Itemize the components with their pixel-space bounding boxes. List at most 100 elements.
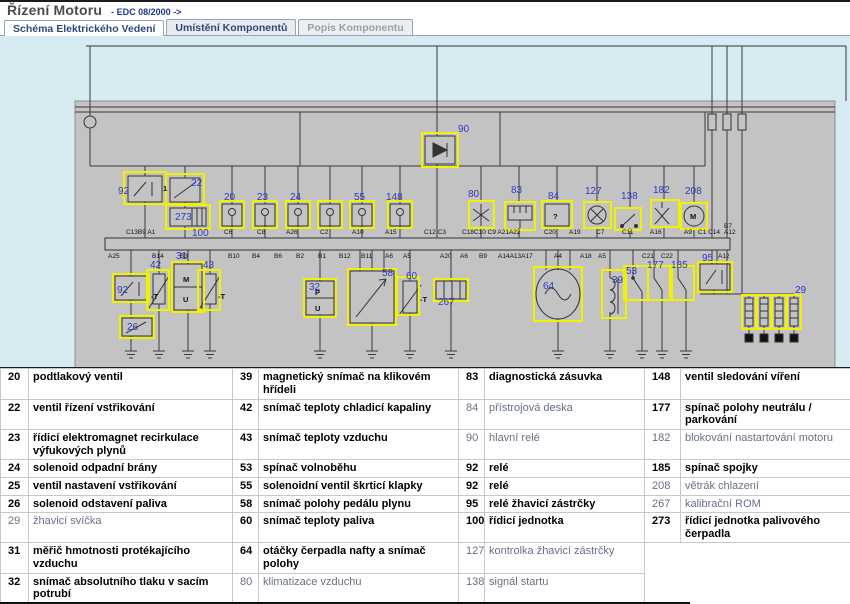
component-description[interactable]: snímač polohy pedálu plynu [259, 495, 459, 513]
component-description[interactable]: otáčky čerpadla nafty a snímač polohy [259, 543, 459, 573]
tab-component-location[interactable]: Umístění Komponentů [166, 19, 296, 35]
component-number[interactable]: 32 [1, 573, 29, 603]
component-number-label[interactable]: 80 [468, 189, 480, 200]
component-description[interactable]: větrák chlazení [681, 477, 850, 495]
component-description[interactable]: solenoidní ventil škrticí klapky [259, 477, 459, 495]
component-number[interactable]: 83 [459, 369, 485, 399]
component-number-label[interactable]: 92 [117, 285, 129, 296]
component-description[interactable]: snímač teploty vzduchu [259, 429, 459, 459]
component-number[interactable]: 273 [645, 513, 681, 543]
component-number[interactable]: 22 [1, 399, 29, 429]
component-number-label[interactable]: 42 [150, 260, 162, 271]
component-number[interactable]: 58 [233, 495, 259, 513]
component-number[interactable]: 55 [233, 477, 259, 495]
component-description[interactable]: ventil řízení vstřikování [29, 399, 233, 429]
component-description[interactable]: klimatizace vzduchu [259, 573, 459, 603]
component-number-label[interactable]: 273 [175, 212, 192, 223]
component-number-label[interactable]: 267 [438, 297, 455, 308]
component-number-label[interactable]: 22 [191, 178, 203, 189]
component-description[interactable]: ventil nastavení vstřikování [29, 477, 233, 495]
component-number[interactable]: 208 [645, 477, 681, 495]
component-number-label[interactable]: 100 [192, 228, 209, 239]
component-description[interactable]: řídicí jednotka palivového čerpadla [681, 513, 850, 543]
component-number[interactable]: 39 [233, 369, 259, 399]
component-description[interactable]: snímač teploty paliva [259, 513, 459, 543]
component-number-label[interactable]: 24 [290, 192, 302, 203]
component-description[interactable]: magnetický snímač na klikovém hřídeli [259, 369, 459, 399]
component-number-label[interactable]: 29 [795, 285, 807, 296]
component-description[interactable]: solenoid odpadní brány [29, 460, 233, 478]
component-description[interactable]: relé žhavicí zástrčky [485, 495, 645, 513]
component-description[interactable]: blokování nastartování motoru [681, 429, 850, 459]
component-number-label[interactable]: 138 [621, 191, 638, 202]
component-number[interactable]: 23 [1, 429, 29, 459]
component-number-label[interactable]: 177 [647, 260, 664, 271]
component-description[interactable]: ventil sledování víření [681, 369, 850, 399]
component-number[interactable]: 53 [233, 460, 259, 478]
component-description[interactable]: snímač absolutního tlaku v sacím potrubí [29, 573, 233, 603]
component-number[interactable]: 138 [459, 573, 485, 603]
component-number-label[interactable]: 64 [543, 281, 555, 292]
component-number[interactable]: 80 [233, 573, 259, 603]
component-description[interactable]: měřič hmotnosti protékajícího vzduchu [29, 543, 233, 573]
component-number[interactable]: 26 [1, 495, 29, 513]
component-number-label[interactable]: 95 [702, 253, 714, 264]
component-description[interactable]: hlavní relé [485, 429, 645, 459]
component-description[interactable]: snímač teploty chladicí kapaliny [259, 399, 459, 429]
component-description[interactable]: žhavicí svíčka [29, 513, 233, 543]
component-number[interactable]: 20 [1, 369, 29, 399]
component-description[interactable]: přístrojová deska [485, 399, 645, 429]
component-number-label[interactable]: 148 [386, 192, 403, 203]
component-number[interactable]: 84 [459, 399, 485, 429]
component-number[interactable]: 25 [1, 477, 29, 495]
component-number-label[interactable]: 20 [224, 192, 236, 203]
component-description[interactable]: relé [485, 477, 645, 495]
component-number-label[interactable]: 39 [612, 275, 624, 286]
component-number-label[interactable]: 26 [127, 322, 139, 333]
component-number-label[interactable]: 92 [118, 186, 130, 197]
component-number-label[interactable]: 185 [671, 260, 688, 271]
component-number[interactable]: 177 [645, 399, 681, 429]
component-number[interactable]: 185 [645, 460, 681, 478]
component-number-label[interactable]: 84 [548, 191, 560, 202]
component-number-label[interactable]: 182 [653, 185, 670, 196]
tab-wiring-schema[interactable]: Schéma Elektrického Vedení [4, 20, 164, 36]
component-number[interactable]: 148 [645, 369, 681, 399]
component-description[interactable]: kalibrační ROM [681, 495, 850, 513]
component-number[interactable]: 24 [1, 460, 29, 478]
component-number[interactable]: 60 [233, 513, 259, 543]
component-number[interactable]: 95 [459, 495, 485, 513]
component-number[interactable]: 42 [233, 399, 259, 429]
component-number-label[interactable]: 43 [203, 260, 215, 271]
component-number-label[interactable]: 83 [511, 185, 523, 196]
component-description[interactable]: diagnostická zásuvka [485, 369, 645, 399]
component-description[interactable]: spínač spojky [681, 460, 850, 478]
component-number-label[interactable]: 90 [458, 124, 470, 135]
component-number-label[interactable]: 60 [406, 271, 418, 282]
component-number[interactable]: 92 [459, 460, 485, 478]
component-number-label[interactable]: 58 [382, 268, 394, 279]
component-number[interactable]: 43 [233, 429, 259, 459]
component-description[interactable]: spínač polohy neutrálu / parkování [681, 399, 850, 429]
component-description[interactable]: řídicí jednotka [485, 513, 645, 543]
component-number[interactable]: 267 [645, 495, 681, 513]
component-number-label[interactable]: 208 [685, 186, 702, 197]
component-description[interactable]: relé [485, 460, 645, 478]
component-number[interactable]: 90 [459, 429, 485, 459]
component-description[interactable]: spínač volnoběhu [259, 460, 459, 478]
component-description[interactable]: solenoid odstavení paliva [29, 495, 233, 513]
component-number[interactable]: 182 [645, 429, 681, 459]
component-number[interactable]: 127 [459, 543, 485, 573]
component-number[interactable]: 31 [1, 543, 29, 573]
component-number-label[interactable]: 55 [354, 192, 366, 203]
component-number-label[interactable]: 127 [585, 186, 602, 197]
component-description[interactable]: podtlakový ventil [29, 369, 233, 399]
component-description[interactable]: kontrolka žhavicí zástrčky [485, 543, 645, 573]
component-number[interactable]: 29 [1, 513, 29, 543]
component-description[interactable]: signál startu [485, 573, 645, 603]
component-description[interactable]: řídicí elektromagnet recirkulace výfukov… [29, 429, 233, 459]
component-number[interactable]: 92 [459, 477, 485, 495]
component-number-label[interactable]: 53 [626, 266, 638, 277]
component-number[interactable]: 64 [233, 543, 259, 573]
component-number-label[interactable]: 23 [257, 192, 269, 203]
